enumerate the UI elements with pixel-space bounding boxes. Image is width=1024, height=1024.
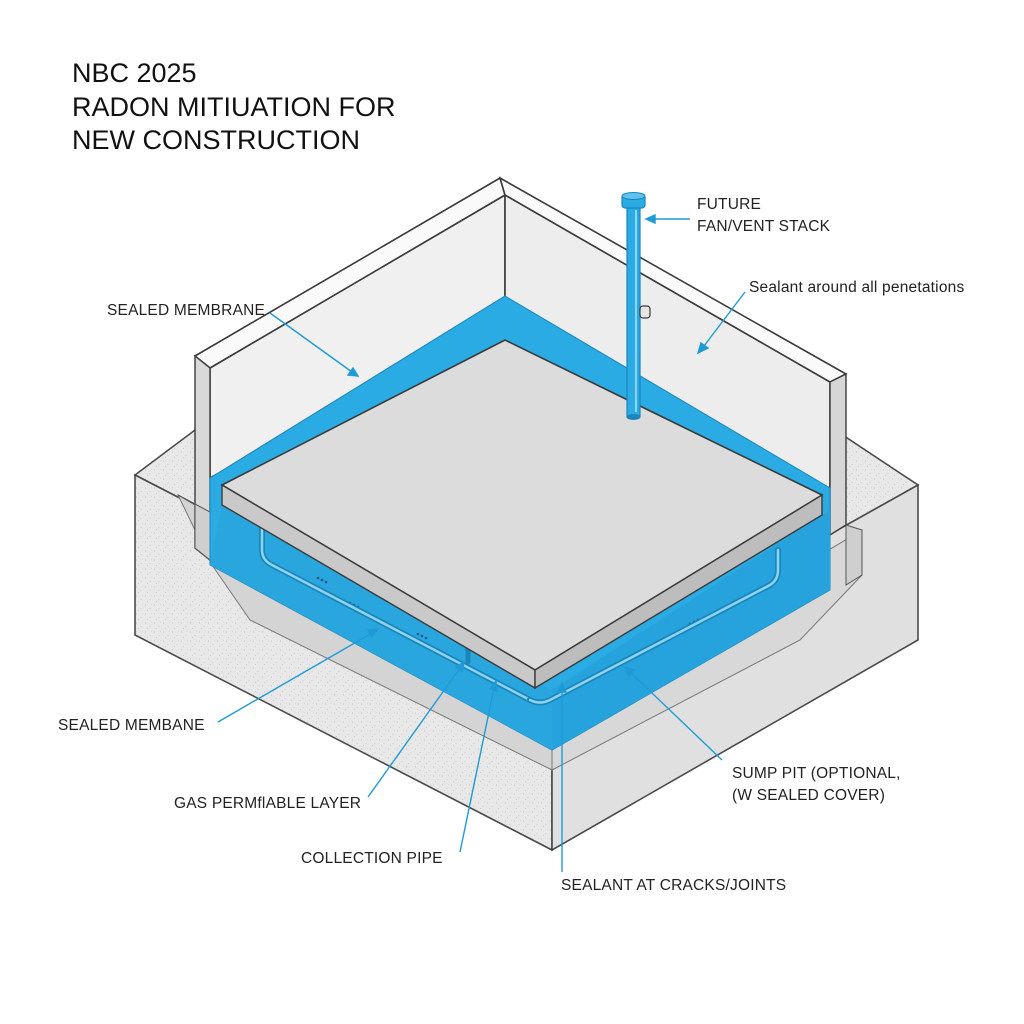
leader-gas-permeable <box>367 667 461 798</box>
vent-stack-fitting <box>639 305 651 319</box>
slab-right-edge <box>534 493 823 690</box>
label-collection-pipe: COLLECTION PIPE <box>301 850 443 867</box>
label-sealant-cracks-joints: SEALANT AT CRACKS/JOINTS <box>561 877 787 894</box>
leader-sealed-membrane-bottom <box>217 632 373 723</box>
label-sealed-membrane-top: SEALED MEMBRANE <box>107 302 266 319</box>
label-sump-sealed-cover: (W SEALED COVER) <box>732 787 886 804</box>
vent-stack-base <box>626 414 641 420</box>
foundation-walls <box>177 176 863 586</box>
leader-lines <box>217 213 746 872</box>
label-fan-vent-stack: FAN/VENT STACK <box>697 218 831 235</box>
title-line-3: NEW CONSTRUCTION <box>72 125 360 155</box>
leader-sealed-membrane-top <box>269 312 353 373</box>
label-sealed-membrane-bottom: SEALED MEMBANE <box>58 717 205 734</box>
right-wall-end-face <box>829 372 847 537</box>
membrane-front-drop-right <box>552 510 830 750</box>
right-footing <box>845 524 863 586</box>
vent-stack <box>621 192 651 420</box>
collection-pipe <box>259 525 781 706</box>
leader-sump-pit <box>629 671 723 761</box>
title-line-1: NBC 2025 <box>72 58 197 88</box>
leader-sealant-penetrations <box>703 291 746 347</box>
title-line-2: RADON MITIUATION FOR <box>72 92 396 122</box>
membrane-front-drop-left <box>210 505 552 750</box>
vent-stack-pipe <box>626 204 641 418</box>
concrete-slab <box>220 339 824 690</box>
left-footing <box>177 494 211 562</box>
leader-collection-pipe <box>459 687 495 853</box>
label-sealant-penetrations: Sealant around all penetations <box>749 279 965 296</box>
label-sump-pit: SUMP PIT (OPTIONAL, <box>732 765 901 782</box>
label-future: FUTURE <box>697 196 762 213</box>
label-gas-permeable-layer: GAS PERMflABLE LAYER <box>174 795 362 812</box>
